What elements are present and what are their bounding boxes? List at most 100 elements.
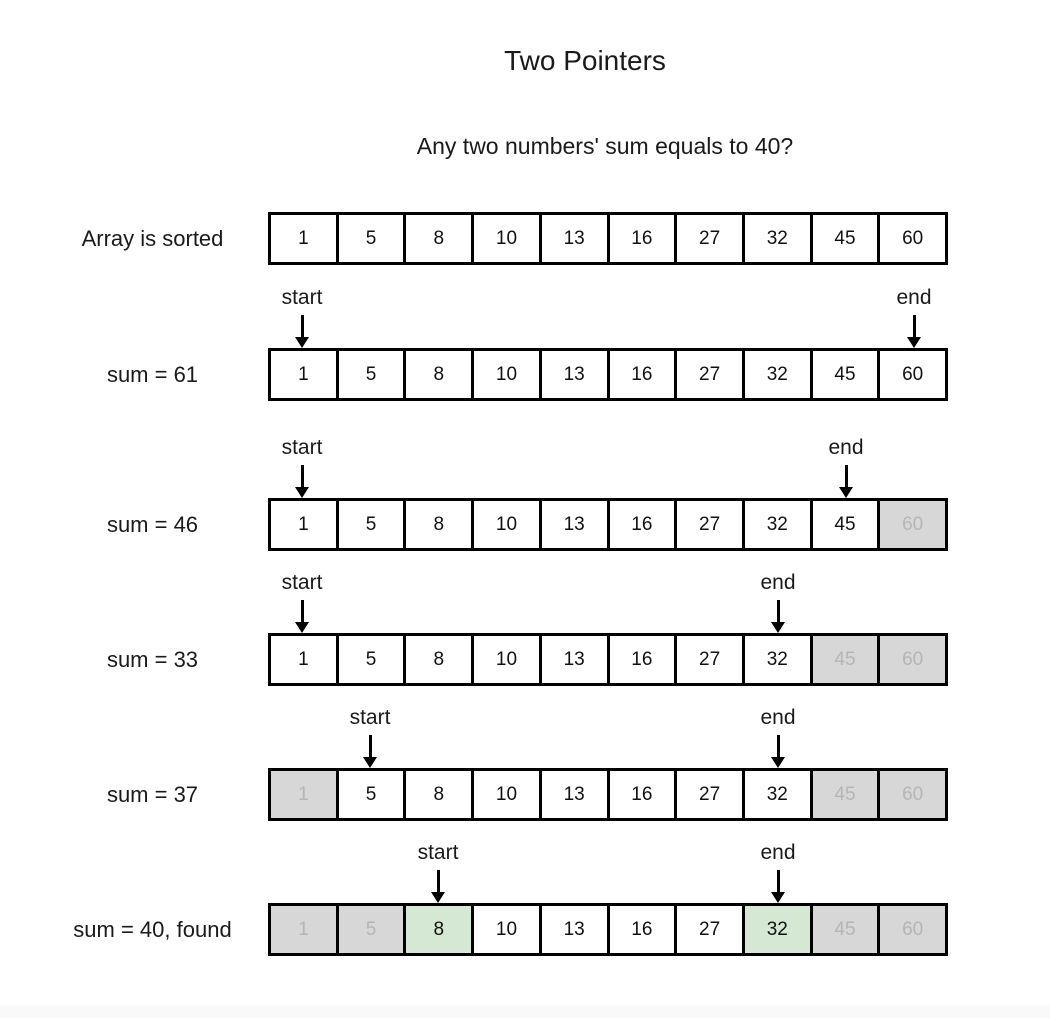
array-cell: 16: [606, 351, 675, 398]
array-cell: 10: [471, 636, 539, 683]
array-cell: 16: [606, 906, 675, 953]
array-cell: 10: [471, 906, 539, 953]
arrow-stem: [776, 870, 780, 893]
arrow-head: [295, 622, 309, 633]
arrow-stem: [776, 735, 780, 758]
arrow-head: [363, 757, 377, 768]
arrow-stem: [368, 735, 372, 758]
array-cell: 5: [335, 215, 404, 262]
end-pointer-label: end: [828, 436, 864, 459]
row-label: sum = 40, found: [73, 917, 232, 942]
array-cell: 1: [271, 906, 336, 953]
array-cell: 45: [809, 906, 878, 953]
arrow-stem: [300, 315, 304, 338]
array-cell: 8: [403, 501, 472, 548]
start-pointer-label: start: [281, 286, 323, 309]
array-cell: 10: [471, 771, 539, 818]
array-cell: 1: [271, 636, 336, 683]
array-cell: 5: [335, 501, 404, 548]
array-cell: 32: [741, 215, 810, 262]
down-arrow-icon: [771, 600, 785, 633]
array-cell: 10: [471, 215, 539, 262]
down-arrow-icon: [839, 465, 853, 498]
array-cell: 16: [606, 771, 675, 818]
array-cell: 13: [538, 501, 607, 548]
array-cell: 5: [335, 636, 404, 683]
array-cell: 32: [741, 501, 810, 548]
array-cell: 13: [538, 906, 607, 953]
down-arrow-icon: [295, 465, 309, 498]
array-cell: 27: [674, 501, 742, 548]
array-cell: 27: [674, 636, 742, 683]
down-arrow-icon: [907, 315, 921, 348]
array-cell: 8: [403, 906, 472, 953]
array-cell: 27: [674, 771, 742, 818]
arrow-head: [295, 487, 309, 498]
down-arrow-icon: [363, 735, 377, 768]
array-cell: 10: [471, 501, 539, 548]
down-arrow-icon: [431, 870, 445, 903]
diagram-title: Two Pointers: [504, 45, 666, 76]
array-cell: 13: [538, 215, 607, 262]
array-cell: 8: [403, 771, 472, 818]
arrow-head: [771, 622, 785, 633]
array-cell: 32: [741, 636, 810, 683]
end-pointer-label: end: [896, 286, 932, 309]
row-label: Array is sorted: [81, 226, 224, 251]
start-pointer-label: start: [281, 571, 323, 594]
array-cell: 13: [538, 351, 607, 398]
array-cell: 16: [606, 636, 675, 683]
arrow-stem: [844, 465, 848, 488]
arrow-stem: [776, 600, 780, 623]
array-cell: 8: [403, 636, 472, 683]
arrow-stem: [300, 465, 304, 488]
array-cell: 8: [403, 215, 472, 262]
array-cell: 10: [471, 351, 539, 398]
arrow-head: [771, 757, 785, 768]
down-arrow-icon: [771, 870, 785, 903]
array-cell: 1: [271, 501, 336, 548]
array-cell: 1: [271, 771, 336, 818]
array-cell: 45: [809, 636, 878, 683]
arrow-head: [907, 337, 921, 348]
arrow-head: [431, 892, 445, 903]
array-cell: 32: [741, 771, 810, 818]
array-cell: 16: [606, 215, 675, 262]
row-label: sum = 33: [106, 647, 199, 672]
end-pointer-label: end: [760, 706, 796, 729]
array-cell: 60: [877, 636, 946, 683]
array-cell: 60: [877, 906, 946, 953]
array-cell: 60: [877, 771, 946, 818]
down-arrow-icon: [295, 315, 309, 348]
array-cell: 16: [606, 501, 675, 548]
down-arrow-icon: [771, 735, 785, 768]
array-cell: 45: [809, 501, 878, 548]
array-cell: 32: [741, 906, 810, 953]
end-pointer-label: end: [760, 571, 796, 594]
start-pointer-label: start: [281, 436, 323, 459]
array-cell: 13: [538, 771, 607, 818]
diagram-subtitle: Any two numbers' sum equals to 40?: [416, 133, 794, 159]
row-label: sum = 61: [106, 362, 199, 387]
array-cell: 32: [741, 351, 810, 398]
array-cell: 1: [271, 215, 336, 262]
array-cell: 8: [403, 351, 472, 398]
end-pointer-label: end: [760, 841, 796, 864]
start-pointer-label: start: [349, 706, 391, 729]
row-label: sum = 37: [106, 782, 199, 807]
array-cell: 45: [809, 351, 878, 398]
array-cell: 60: [877, 501, 946, 548]
arrow-stem: [436, 870, 440, 893]
arrow-head: [839, 487, 853, 498]
arrow-stem: [912, 315, 916, 338]
page-bottom-band: [0, 1005, 1050, 1018]
array-cell: 45: [809, 771, 878, 818]
array-cell: 60: [877, 351, 946, 398]
array-cell: 1: [271, 351, 336, 398]
